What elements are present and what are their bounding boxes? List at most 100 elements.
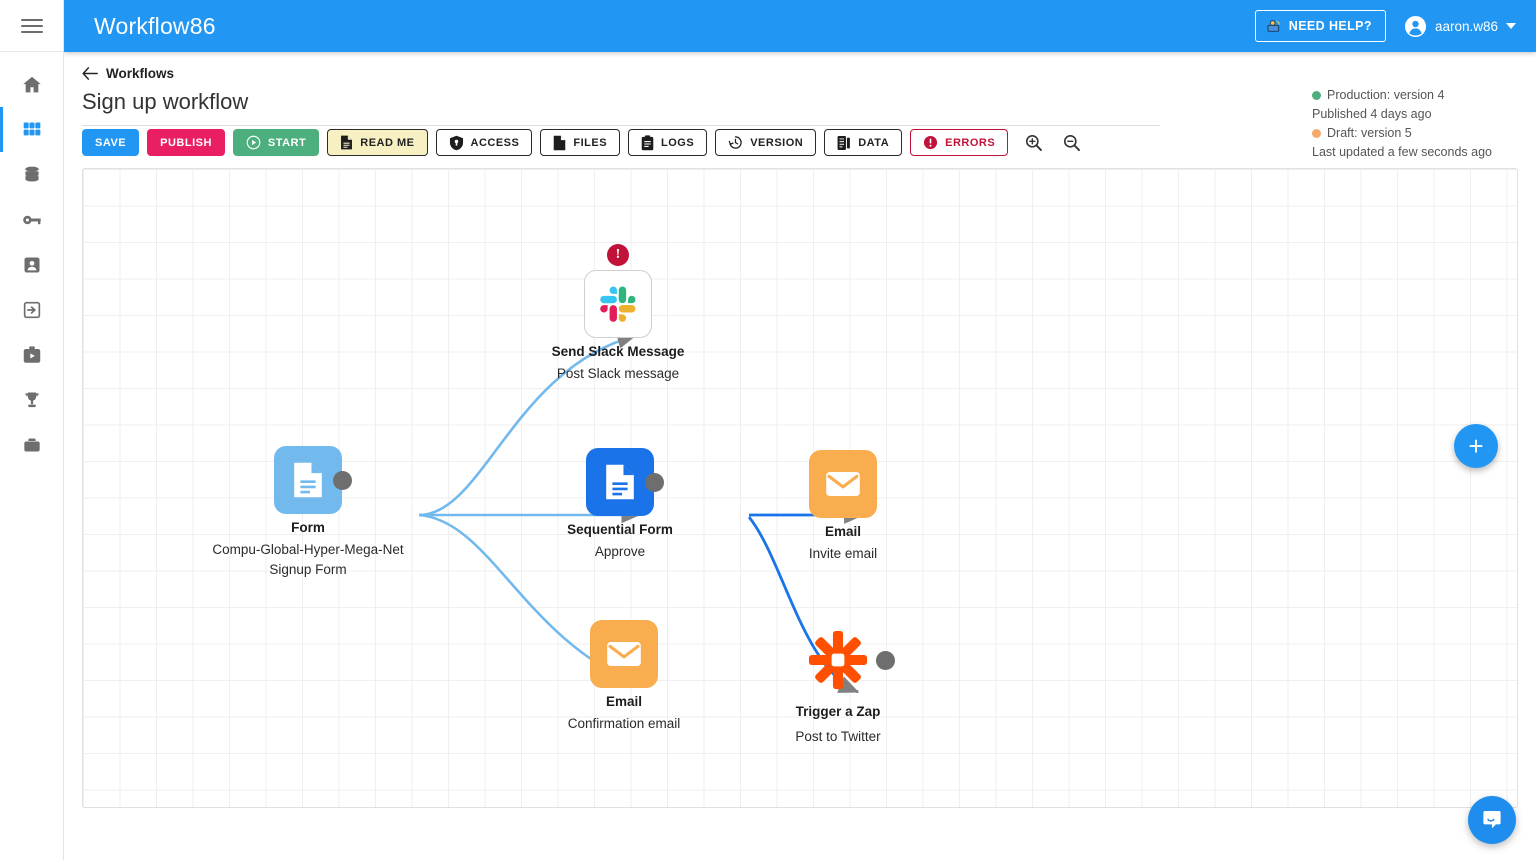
sidebar-item-media[interactable]: [0, 332, 63, 377]
header-actions: NEED HELP? aaron.w86: [1254, 10, 1516, 42]
errors-button[interactable]: ERRORS: [910, 129, 1009, 156]
need-help-label: NEED HELP?: [1288, 19, 1372, 33]
contact-card-icon: [24, 257, 39, 272]
hamburger-menu-icon[interactable]: [20, 15, 43, 37]
rail-header: [0, 0, 63, 52]
node-trigger-a-zap-box[interactable]: [804, 626, 872, 694]
node-form-title: Form: [291, 520, 325, 535]
login-arrow-icon: [23, 301, 40, 318]
version-label: VERSION: [750, 136, 804, 149]
left-nav-rail: [0, 0, 64, 860]
history-clock-icon: [728, 136, 742, 149]
production-status-dot: [1312, 91, 1321, 100]
node-email-confirmation-subtitle: Confirmation email: [567, 716, 681, 731]
support-chat-button[interactable]: [1468, 796, 1516, 844]
plus-icon: +: [1468, 431, 1484, 461]
data-label: DATA: [858, 136, 890, 149]
sidebar-item-workflows[interactable]: [0, 107, 63, 152]
zoom-out-button[interactable]: [1058, 130, 1084, 156]
start-button[interactable]: START: [232, 129, 320, 156]
node-form-output-connector[interactable]: [333, 471, 352, 490]
publish-label: PUBLISH: [160, 136, 212, 149]
last-updated-row: Last updated a few seconds ago: [1312, 143, 1492, 162]
briefcase-play-icon: [23, 345, 40, 363]
node-email-confirmation-title: Email: [605, 694, 643, 709]
logs-button[interactable]: LOGS: [628, 129, 708, 156]
trophy-icon: [24, 392, 39, 407]
read-me-button[interactable]: READ ME: [327, 129, 428, 156]
draft-status-dot: [1312, 129, 1321, 138]
chevron-down-icon: [1506, 23, 1516, 29]
access-button[interactable]: ACCESS: [435, 129, 533, 156]
node-send-slack-message-box[interactable]: [584, 270, 652, 338]
zapier-icon: [808, 630, 868, 690]
save-label: SAVE: [95, 136, 127, 149]
node-send-slack-message-subtitle: Post Slack message: [556, 366, 680, 381]
shield-icon: [449, 135, 463, 150]
version-status-block: Production: version 4 Published 4 days a…: [1312, 86, 1492, 162]
publish-button[interactable]: PUBLISH: [147, 129, 225, 156]
node-sequential-form-title: Sequential Form: [567, 522, 673, 537]
sidebar-item-projects[interactable]: [0, 422, 63, 467]
slack-icon: [600, 286, 636, 322]
page-title: Sign up workflow: [82, 89, 1160, 126]
app-header: Workflow86 NEED HELP? aaron.w86: [64, 0, 1536, 52]
node-email-invite-subtitle: Invite email: [808, 546, 878, 561]
node-trigger-a-zap[interactable]: Trigger a Zap Post to Twitter: [795, 626, 895, 744]
files-button[interactable]: FILES: [540, 129, 621, 156]
node-sequential-form-box[interactable]: [586, 448, 654, 516]
app-brand-title: Workflow86: [94, 12, 216, 39]
sidebar-item-sessions[interactable]: [0, 287, 63, 332]
node-form-box[interactable]: [274, 446, 342, 514]
workflow-toolbar: SAVE PUBLISH START READ ME: [82, 129, 1084, 156]
node-form[interactable]: Form Compu-Global-Hyper-Mega-Net Signup …: [212, 446, 404, 577]
edge-form-to-slack: [418, 332, 637, 517]
node-sequential-form[interactable]: Sequential Form Approve: [567, 448, 673, 559]
errors-label: ERRORS: [945, 136, 996, 149]
node-send-slack-message-title: Send Slack Message: [551, 344, 685, 359]
sidebar-item-achievements[interactable]: [0, 377, 63, 422]
database-icon: [24, 166, 39, 181]
breadcrumb[interactable]: Workflows: [82, 66, 174, 81]
page-body: Workflows Sign up workflow SAVE PUBLISH …: [64, 52, 1536, 860]
node-email-confirmation-box[interactable]: [590, 620, 658, 688]
node-email-invite[interactable]: Email Invite email: [809, 450, 877, 561]
node-email-invite-title: Email: [824, 524, 862, 539]
user-menu[interactable]: aaron.w86: [1404, 15, 1516, 38]
production-status-row: Production: version 4: [1312, 86, 1492, 105]
user-name: aaron.w86: [1434, 18, 1498, 34]
briefcase-icon: [23, 438, 40, 451]
add-component-button[interactable]: +: [1454, 424, 1498, 468]
sidebar-item-credentials[interactable]: [0, 197, 63, 242]
breadcrumb-label: Workflows: [106, 66, 175, 81]
node-email-confirmation[interactable]: Email Confirmation email: [568, 620, 680, 731]
clipboard-icon: [641, 134, 654, 150]
production-status-label: Production: version 4: [1327, 88, 1445, 102]
node-send-slack-message-error-badge[interactable]: !: [607, 244, 629, 266]
error-circle-icon: [924, 135, 938, 150]
file-icon: [554, 135, 566, 150]
version-button[interactable]: VERSION: [715, 129, 817, 156]
zoom-in-button[interactable]: [1020, 130, 1046, 156]
node-trigger-a-zap-output-connector[interactable]: [876, 651, 895, 670]
sidebar-item-data-store[interactable]: [0, 152, 63, 197]
need-help-button[interactable]: NEED HELP?: [1254, 10, 1386, 42]
published-label: Published 4 days ago: [1312, 107, 1432, 121]
account-circle-icon: [1404, 15, 1426, 37]
data-button[interactable]: DATA: [824, 129, 903, 156]
save-button[interactable]: SAVE: [82, 129, 140, 156]
zoom-in-icon: [1025, 134, 1042, 151]
node-send-slack-message[interactable]: ! Send Slack Message Post Slack message: [552, 244, 684, 381]
node-trigger-a-zap-title: Trigger a Zap: [795, 704, 881, 719]
document-icon: [341, 135, 353, 150]
start-label: START: [267, 136, 307, 149]
node-sequential-form-subtitle: Approve: [594, 544, 646, 559]
node-form-subtitle: Compu-Global-Hyper-Mega-Net Signup Form: [212, 542, 404, 577]
node-sequential-form-output-connector[interactable]: [645, 473, 664, 492]
draft-status-label: Draft: version 5: [1327, 126, 1412, 140]
sidebar-item-home[interactable]: [0, 62, 63, 107]
home-icon: [22, 76, 41, 92]
workflow-canvas[interactable]: Form Compu-Global-Hyper-Mega-Net Signup …: [82, 168, 1518, 808]
node-email-invite-box[interactable]: [809, 450, 877, 518]
sidebar-item-contacts[interactable]: [0, 242, 63, 287]
